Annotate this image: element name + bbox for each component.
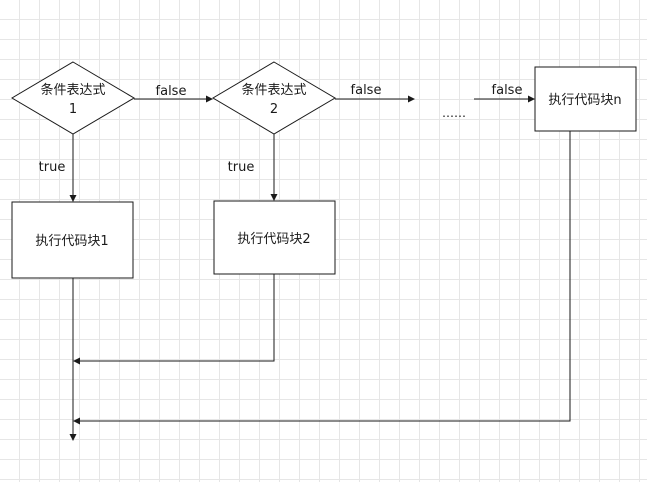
decision-2-diamond bbox=[212, 61, 336, 135]
block-2-label: 执行代码块2 bbox=[237, 232, 310, 247]
edge-true-2-label: true bbox=[228, 160, 255, 175]
decision-1-diamond bbox=[11, 61, 135, 135]
edge-false-3: false bbox=[474, 83, 535, 103]
decision-2-line2: 2 bbox=[270, 102, 278, 117]
edge-block-n-merge-arrowhead bbox=[73, 417, 80, 425]
edge-block-1-exit-arrowhead bbox=[69, 434, 77, 441]
edge-block-2-merge bbox=[73, 274, 275, 365]
block-n-label: 执行代码块n bbox=[548, 93, 621, 108]
block-2-rect bbox=[213, 200, 336, 275]
edge-false-1-arrowhead bbox=[206, 95, 213, 103]
edge-true-1: true bbox=[39, 134, 77, 202]
edge-block-1-exit bbox=[69, 278, 77, 441]
decision-1-line2: 1 bbox=[69, 102, 77, 117]
edge-false-1: false bbox=[134, 84, 213, 103]
edge-true-1-arrowhead bbox=[69, 195, 77, 202]
edge-block-n-merge-line bbox=[79, 131, 571, 422]
block-1-label: 执行代码块1 bbox=[35, 234, 108, 249]
decision-1-line1: 条件表达式 bbox=[40, 82, 105, 98]
edge-false-1-label: false bbox=[156, 84, 187, 99]
edge-block-2-merge-arrowhead bbox=[73, 357, 80, 365]
block-n-rect bbox=[534, 66, 637, 132]
edge-false-3-label: false bbox=[492, 83, 523, 98]
edge-false-2-arrowhead bbox=[408, 95, 415, 103]
edge-block-2-merge-line bbox=[79, 274, 275, 362]
block-1: 执行代码块1 bbox=[11, 201, 134, 279]
block-n: 执行代码块n bbox=[534, 66, 637, 132]
edge-false-2: false bbox=[335, 83, 415, 103]
edge-false-3-arrowhead bbox=[528, 95, 535, 103]
edge-true-1-label: true bbox=[39, 160, 66, 175]
decision-2-line1: 条件表达式 bbox=[241, 82, 306, 98]
edge-true-2-arrowhead bbox=[270, 194, 278, 201]
edge-block-n-merge bbox=[73, 131, 571, 425]
block-2: 执行代码块2 bbox=[213, 200, 336, 275]
block-1-rect bbox=[11, 201, 134, 279]
decision-2: 条件表达式 2 bbox=[212, 61, 336, 135]
ellipsis-text: …… bbox=[442, 106, 466, 120]
decision-1: 条件表达式 1 bbox=[11, 61, 135, 135]
edge-false-2-label: false bbox=[351, 83, 382, 98]
edge-true-2: true bbox=[228, 134, 278, 201]
